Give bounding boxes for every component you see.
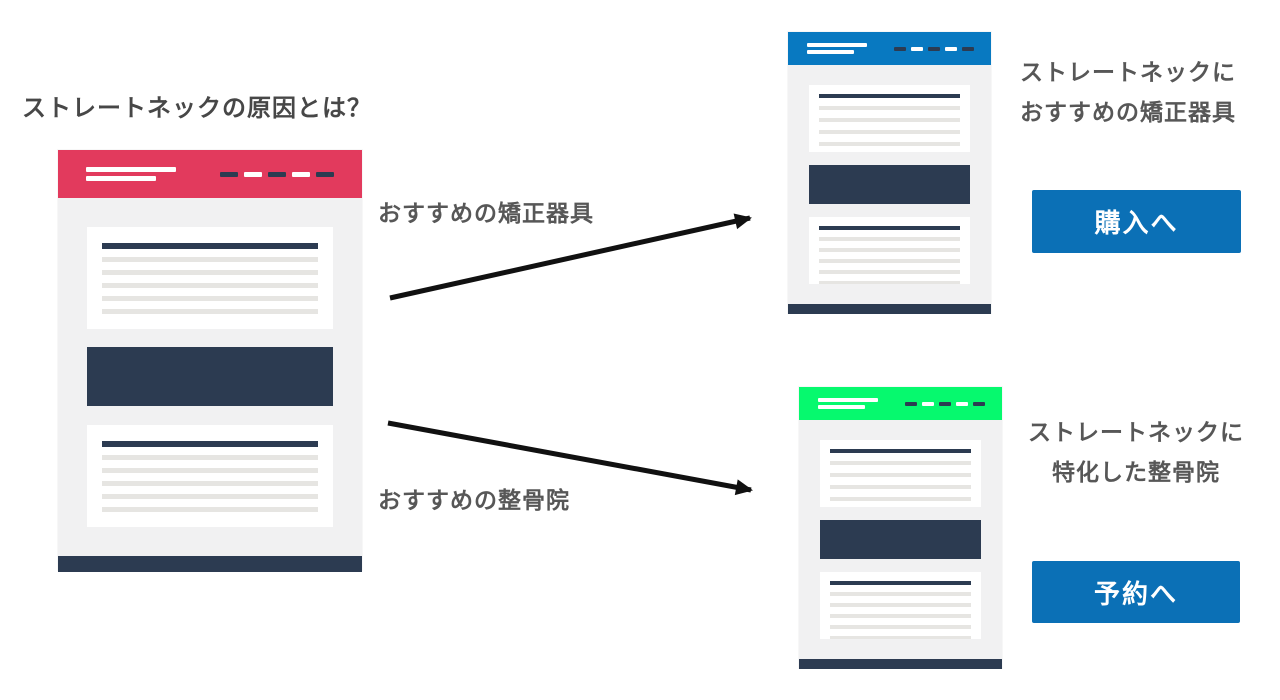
image-block-placeholder — [87, 347, 333, 406]
logo-placeholder-icon — [818, 398, 878, 409]
text-block-placeholder — [87, 425, 333, 527]
arrow-down-right-icon — [387, 420, 753, 496]
mockup-header — [799, 387, 1002, 420]
image-block-placeholder — [820, 520, 981, 559]
arrow-up-right-icon — [389, 213, 752, 301]
mockup-footer — [788, 304, 991, 314]
logo-placeholder-icon — [86, 167, 176, 181]
product-page-caption: ストレートネックに おすすめの矯正器具 — [996, 52, 1260, 132]
reserve-button[interactable]: 予約へ — [1032, 561, 1240, 623]
mockup-footer — [799, 659, 1002, 669]
nav-menu-placeholder — [214, 171, 334, 177]
mockup-header — [788, 32, 991, 65]
source-page-mockup — [58, 150, 362, 572]
text-block-placeholder — [809, 217, 970, 284]
arrow-label-product: おすすめの矯正器具 — [378, 200, 594, 226]
arrow-label-clinic: おすすめの整骨院 — [378, 487, 570, 513]
product-page-mockup — [788, 32, 991, 314]
mockup-body — [58, 198, 362, 556]
purchase-button[interactable]: 購入へ — [1032, 190, 1241, 253]
clinic-page-mockup — [799, 387, 1002, 669]
text-block-placeholder — [820, 572, 981, 639]
text-block-placeholder — [820, 440, 981, 507]
mockup-body — [788, 65, 991, 304]
mockup-footer — [58, 556, 362, 572]
text-block-placeholder — [809, 85, 970, 152]
caption-line: ストレートネックに — [1028, 419, 1244, 445]
source-page-title: ストレートネックの原因とは？ — [22, 95, 372, 122]
image-block-placeholder — [809, 165, 970, 204]
mockup-body — [799, 420, 1002, 659]
nav-menu-placeholder — [900, 401, 985, 406]
mockup-header — [58, 150, 362, 198]
nav-menu-placeholder — [889, 46, 974, 51]
clinic-page-caption: ストレートネックに 特化した整骨院 — [1006, 412, 1266, 492]
caption-line: おすすめの矯正器具 — [1020, 99, 1236, 125]
logo-placeholder-icon — [807, 43, 867, 54]
text-block-placeholder — [87, 227, 333, 329]
caption-line: ストレートネックに — [1020, 59, 1236, 85]
caption-line: 特化した整骨院 — [1052, 459, 1220, 485]
